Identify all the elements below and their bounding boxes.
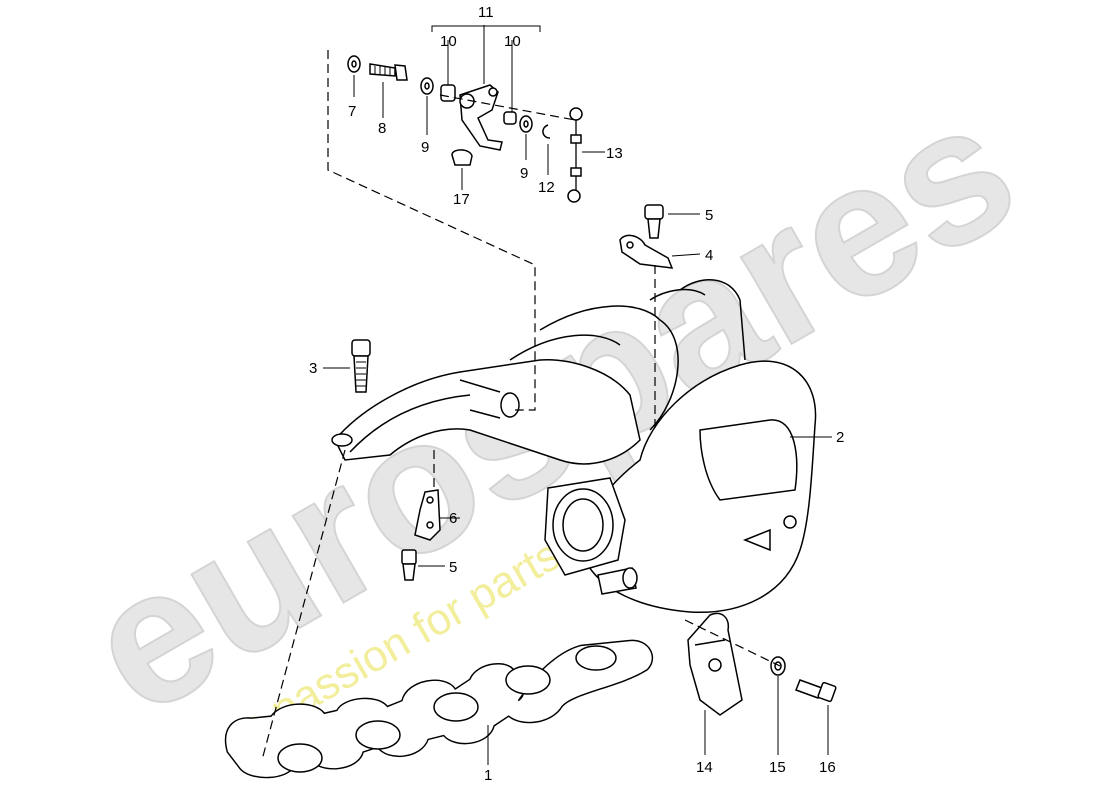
manifold-pipe xyxy=(331,359,641,465)
stud-part-8 xyxy=(369,63,408,118)
label-10-right: 10 xyxy=(504,33,521,50)
label-15: 15 xyxy=(769,759,786,776)
label-17: 17 xyxy=(453,191,470,208)
part-labels: 11 10 10 7 8 9 9 12 13 17 5 4 3 2 6 5 1 … xyxy=(309,4,844,784)
label-13: 13 xyxy=(606,145,623,162)
label-9-right: 9 xyxy=(520,165,528,182)
heat-exchanger-part-2 xyxy=(509,279,817,614)
washer-part-15 xyxy=(770,656,786,755)
bolt-part-5-lower xyxy=(401,549,445,581)
washer-part-9-left xyxy=(420,77,434,135)
label-12: 12 xyxy=(538,179,555,196)
clip-part-12 xyxy=(542,124,551,175)
nut-part-10-left xyxy=(440,40,456,102)
label-5-upper: 5 xyxy=(705,207,713,224)
label-10-left: 10 xyxy=(440,33,457,50)
bracket-part-6 xyxy=(414,489,460,541)
washer-part-9-right xyxy=(519,115,533,160)
label-8: 8 xyxy=(378,120,386,137)
label-3: 3 xyxy=(309,360,317,377)
bolt-part-5-upper xyxy=(644,204,700,239)
label-6: 6 xyxy=(449,510,457,527)
bracket-part-14 xyxy=(687,612,743,755)
label-14: 14 xyxy=(696,759,713,776)
bracket-part-4 xyxy=(619,234,701,269)
cap-part-17 xyxy=(451,149,473,190)
bolt-part-3 xyxy=(323,339,371,393)
washer-part-7 xyxy=(347,55,361,97)
label-11: 11 xyxy=(478,4,494,21)
rod-part-13 xyxy=(567,107,605,203)
label-9-left: 9 xyxy=(421,139,429,156)
label-1: 1 xyxy=(484,767,492,784)
gasket-part-1 xyxy=(224,639,653,779)
label-2: 2 xyxy=(836,429,844,446)
label-4: 4 xyxy=(705,247,713,264)
label-7: 7 xyxy=(348,103,356,120)
assembly-guide-lines xyxy=(261,50,781,761)
label-5-lower: 5 xyxy=(449,559,457,576)
bolt-part-16 xyxy=(795,679,837,755)
nut-part-10-right xyxy=(503,40,517,125)
label-16: 16 xyxy=(819,759,836,776)
